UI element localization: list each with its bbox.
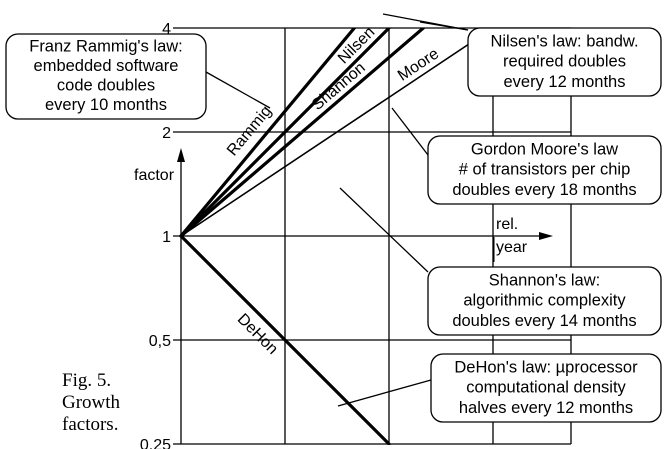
series-line-nilsen <box>179 28 391 238</box>
annotation-text: Nilsen's law: bandw. <box>490 32 638 50</box>
x-axis-label: year <box>496 239 528 256</box>
figure-caption: Fig. 5. Growth factors. <box>62 370 152 436</box>
annotation-boxes: Franz Rammig's law:embedded software code… <box>5 27 662 423</box>
leader-line <box>205 71 271 109</box>
annotation-text: Gordon Moore's law <box>471 140 618 158</box>
series-lines <box>179 28 494 445</box>
series-line-moore <box>180 28 494 237</box>
y-axis-label: factor <box>134 167 175 184</box>
y-axis-arrow <box>177 148 185 162</box>
annotation-text: DeHon's law: µprocessor <box>454 358 638 376</box>
annotation-box <box>430 353 662 423</box>
y-tick-label: 1 <box>162 229 171 246</box>
series-line-rammig <box>179 28 357 238</box>
series-label-shannon: Shannon <box>309 59 369 114</box>
annotation-text: # of transistors per chip <box>459 161 631 179</box>
annotation-box <box>467 27 662 97</box>
annotation-box <box>427 135 662 205</box>
annotation-text: doubles every 18 months <box>452 181 636 199</box>
y-axis-ticks: 4 2 1 0,5 0.25 <box>140 21 171 449</box>
series-label-dehon: DeHon <box>234 311 281 358</box>
y-tick-label: 0.25 <box>140 437 171 449</box>
annotation-leaders <box>205 13 469 407</box>
annotation-text: doubles every 14 months <box>452 312 636 330</box>
y-tick-label: 4 <box>162 21 171 38</box>
annotation-box <box>5 33 207 120</box>
leader-line <box>339 187 429 273</box>
series-line-dehon <box>179 234 391 445</box>
annotation-text: required doubles <box>503 53 626 71</box>
caption-line: Growth <box>62 392 121 413</box>
y-tick-label: 0,5 <box>149 333 171 350</box>
leader-line <box>337 379 432 407</box>
x-axis-label: rel. <box>496 216 518 233</box>
caption-line: factors. <box>62 414 119 435</box>
axes: factor rel. year <box>134 148 553 444</box>
annotation-text: algorithmic complexity <box>463 292 626 310</box>
caption-line: Fig. 5. <box>62 370 112 391</box>
annotation-text: embedded software <box>34 57 179 75</box>
leader-line <box>419 21 469 31</box>
annotation-box <box>427 266 662 336</box>
y-tick-label: 2 <box>162 125 171 142</box>
annotation-text: every 12 months <box>504 73 626 91</box>
annotation-text: code doubles <box>57 77 155 95</box>
series-label-moore: Moore <box>395 45 442 84</box>
annotation-text: Shannon's law: <box>489 271 600 289</box>
annotation-text: Franz Rammig's law: <box>29 38 183 56</box>
annotation-text: every 10 months <box>45 96 167 114</box>
leader-line <box>391 107 429 156</box>
series-line-shannon <box>179 28 425 238</box>
annotation-text: halves every 12 months <box>459 399 633 417</box>
x-axis-arrow <box>539 232 553 240</box>
annotation-text: computational density <box>466 379 626 397</box>
